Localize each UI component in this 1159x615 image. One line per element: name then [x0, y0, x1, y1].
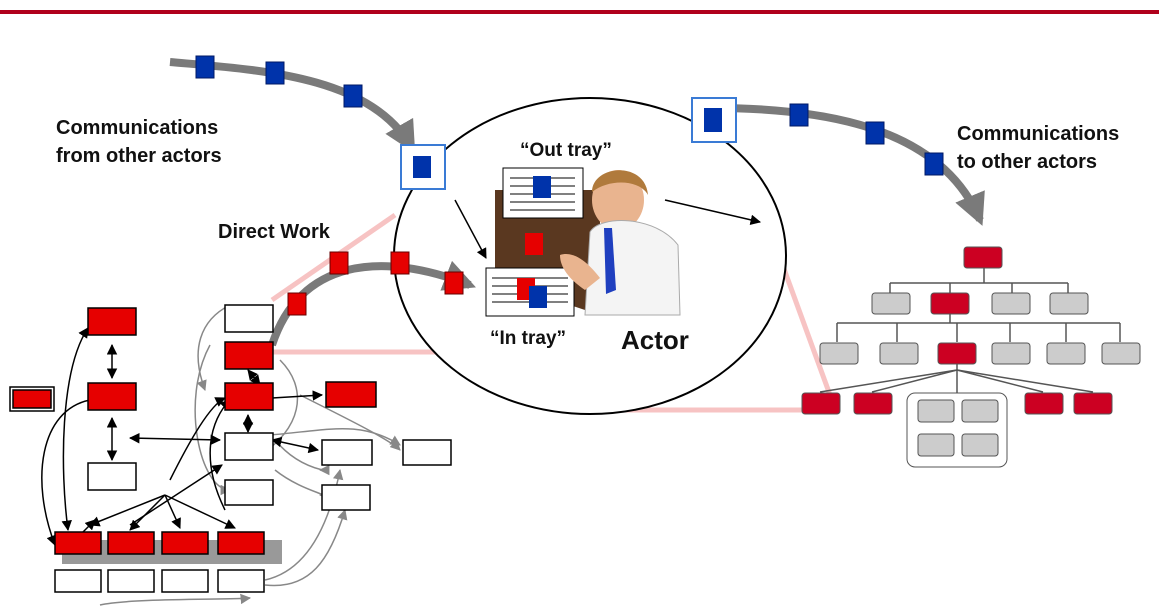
out-tray-label: “Out tray” — [520, 140, 612, 161]
task-box — [12, 389, 52, 409]
direct-work-label: Direct Work — [218, 221, 330, 243]
task-icon — [329, 251, 349, 275]
comms-from-label-line2: from other actors — [56, 145, 222, 167]
task-icon — [390, 251, 410, 275]
task-box — [217, 569, 265, 593]
task-box — [161, 569, 209, 593]
message-icon — [265, 61, 285, 85]
task-box — [224, 382, 274, 411]
task-box — [107, 569, 155, 593]
task-box — [54, 569, 102, 593]
in-tray-label: “In tray” — [490, 328, 567, 349]
actor-label: Actor — [621, 325, 689, 355]
comms-to-label-line1: Communications — [957, 123, 1120, 145]
comms-from-label-line1: Communications — [56, 117, 219, 139]
task-box — [325, 381, 377, 408]
message-icon — [704, 108, 722, 132]
task-box — [224, 432, 274, 461]
task-box — [217, 531, 265, 555]
task-box — [87, 307, 137, 336]
task-box — [321, 484, 371, 511]
org-chart — [801, 246, 1141, 468]
from-actor-arrow — [664, 199, 762, 225]
to-in-tray-arrow — [454, 199, 487, 259]
message-icon — [343, 84, 363, 108]
task-box — [87, 382, 137, 411]
task-box — [54, 531, 102, 555]
header-rule — [0, 10, 1159, 14]
task-box — [321, 439, 373, 466]
actor-figure-icon — [485, 167, 681, 317]
message-squares — [195, 55, 944, 176]
task-box — [224, 479, 274, 506]
task-box — [87, 462, 137, 491]
task-box — [161, 531, 209, 555]
message-icon — [195, 55, 215, 79]
task-icon — [287, 292, 307, 316]
message-icon — [789, 103, 809, 127]
message-icon — [413, 156, 431, 178]
task-box — [224, 341, 274, 370]
task-box — [402, 439, 452, 466]
pink-links — [270, 212, 833, 413]
task-icon — [444, 271, 464, 295]
work-network — [9, 304, 452, 606]
comms-to-label-line2: to other actors — [957, 151, 1098, 173]
message-icon — [924, 152, 944, 176]
task-box — [224, 304, 274, 333]
task-box — [107, 531, 155, 555]
direct-work-tasks — [287, 251, 464, 316]
message-icon — [865, 121, 885, 145]
